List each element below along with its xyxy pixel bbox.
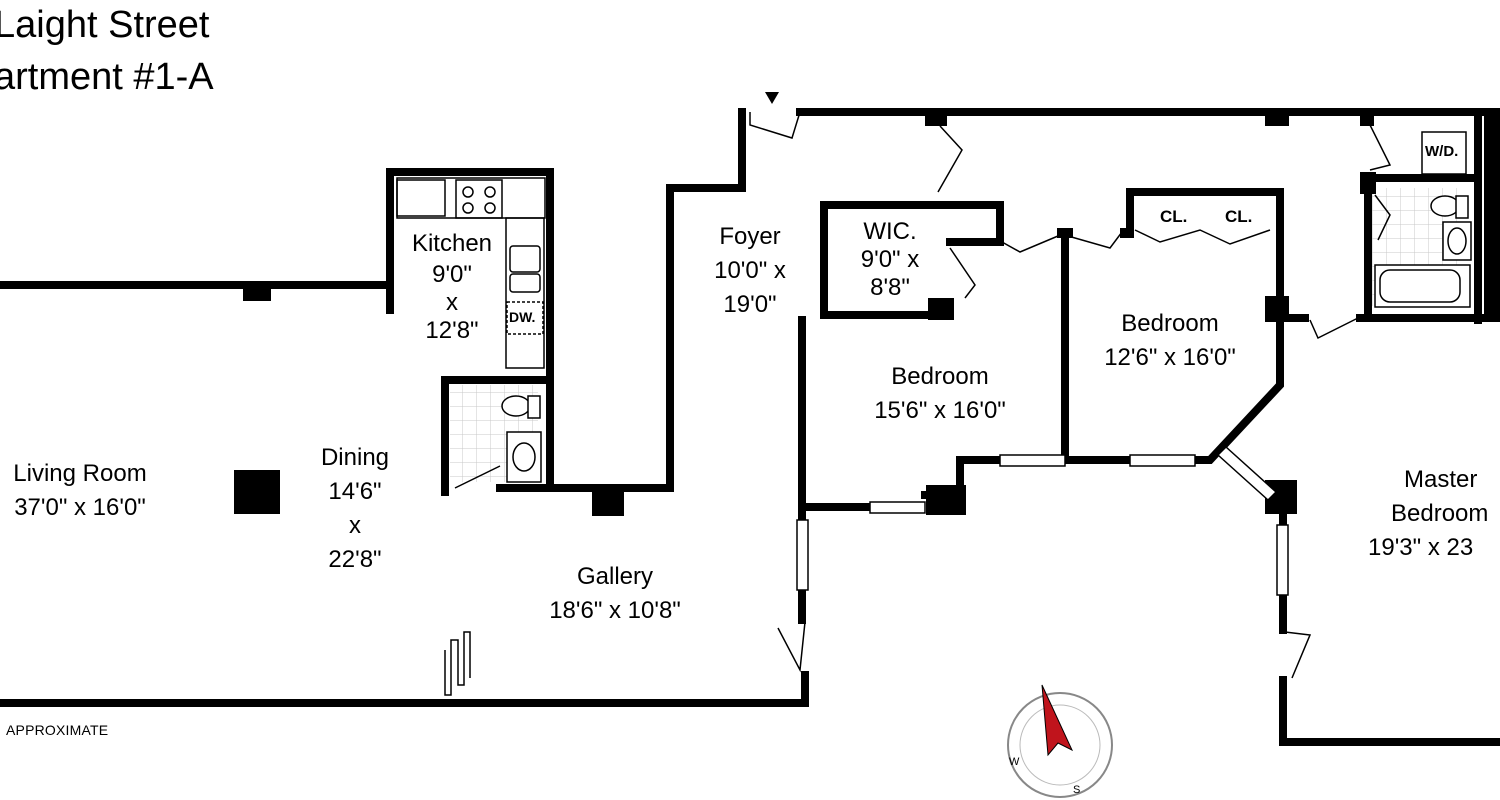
column-east bbox=[1484, 108, 1500, 320]
master-line2: Bedroom bbox=[1391, 500, 1489, 527]
foyer-dim1: 10'0" x bbox=[714, 257, 786, 284]
foyer-dim2: 19'0" bbox=[723, 291, 777, 318]
master-bedroom-label: Master Bedroom 19'3" x 23 bbox=[1368, 463, 1500, 565]
living-room-name: Living Room bbox=[13, 460, 147, 487]
column-bedroom1 bbox=[926, 485, 966, 515]
foyer-label: Foyer 10'0" x 19'0" bbox=[690, 220, 810, 322]
kitchen-x: x bbox=[446, 289, 458, 316]
dining-dim1: 14'6" bbox=[328, 478, 382, 505]
washer-dryer bbox=[1421, 131, 1467, 175]
column-living bbox=[234, 470, 280, 514]
wall-gallery-south bbox=[0, 671, 809, 707]
bedroom1-label: Bedroom 15'6" x 16'0" bbox=[850, 360, 1030, 428]
door-wic bbox=[949, 247, 976, 299]
window-master bbox=[1276, 524, 1289, 596]
pier-top-b bbox=[1265, 112, 1289, 126]
refrigerator bbox=[396, 179, 446, 217]
washer-dryer-label: W/D. bbox=[1425, 143, 1459, 160]
bedroom2-label: Bedroom 12'6" x 16'0" bbox=[1080, 307, 1260, 375]
door-master-bath-2 bbox=[1374, 194, 1391, 241]
kitchen-counter-side bbox=[505, 217, 545, 369]
column-wic bbox=[928, 298, 954, 320]
bedroom2-dims: 12'6" x 16'0" bbox=[1104, 344, 1236, 371]
wall-kitchen bbox=[386, 168, 554, 492]
column-bedroom2 bbox=[1265, 296, 1289, 322]
kitchen-dim2: 12'8" bbox=[425, 317, 479, 344]
door-bath bbox=[454, 465, 501, 489]
gallery-dims: 18'6" x 10'8" bbox=[549, 597, 681, 624]
foyer-name: Foyer bbox=[719, 223, 781, 250]
window-bedroom1-east bbox=[999, 454, 1066, 467]
wic-dim1: 9'0" x bbox=[860, 246, 920, 273]
bedroom1-dims: 15'6" x 16'0" bbox=[874, 397, 1006, 424]
entry-marker bbox=[765, 92, 779, 104]
window-bedroom2 bbox=[1129, 454, 1196, 467]
kitchen-sink-2 bbox=[509, 273, 541, 293]
kitchen-label: Kitchen 9'0" x 12'8" bbox=[392, 227, 512, 345]
wall-wic bbox=[820, 201, 1004, 319]
dishwasher-label: DW. bbox=[509, 309, 536, 325]
door-closet bbox=[1067, 231, 1123, 249]
pier-living bbox=[243, 285, 271, 301]
master-line1: Master bbox=[1404, 466, 1478, 493]
door-bedroom1 bbox=[1001, 235, 1059, 253]
door-master bbox=[1284, 631, 1312, 679]
bedroom2-name: Bedroom bbox=[1121, 310, 1219, 337]
gallery-label: Gallery 18'6" x 10'8" bbox=[520, 560, 710, 628]
door-closet-nook bbox=[1309, 317, 1359, 340]
door-closets-cl bbox=[1134, 229, 1271, 245]
living-room-label: Living Room 37'0" x 16'0" bbox=[0, 457, 180, 525]
living-room-dims: 37'0" x 16'0" bbox=[14, 494, 146, 521]
dining-x: x bbox=[349, 512, 361, 539]
door-master-bath bbox=[1369, 124, 1392, 171]
stove bbox=[455, 179, 503, 219]
pier-bedroom-divider bbox=[1057, 228, 1073, 238]
apartment-number: artment #1-A bbox=[0, 56, 214, 98]
door-entry bbox=[749, 111, 801, 139]
pier-top-a bbox=[925, 112, 947, 126]
approximate-note: APPROXIMATE bbox=[6, 722, 109, 738]
dishwasher-box bbox=[506, 301, 544, 335]
master-dims: 19'3" x 23 bbox=[1368, 534, 1474, 561]
kitchen-dim1: 9'0" bbox=[432, 261, 472, 288]
toilet bbox=[501, 395, 531, 417]
radiator bbox=[444, 631, 471, 696]
wic-name: WIC. bbox=[863, 218, 917, 245]
wic-label: WIC. 9'0" x 8'8" bbox=[835, 218, 945, 302]
wall-bedroom2-south-b bbox=[1126, 188, 1284, 464]
window-bedroom1 bbox=[869, 501, 926, 514]
compass-south-label: S bbox=[1073, 784, 1081, 796]
pier-closet bbox=[1120, 228, 1134, 238]
compass-needle bbox=[1041, 684, 1074, 757]
master-toilet bbox=[1430, 195, 1460, 217]
door-gallery bbox=[777, 621, 806, 673]
building-address: Laight Street bbox=[0, 4, 210, 46]
column-gallery bbox=[592, 484, 624, 516]
gallery-name: Gallery bbox=[576, 563, 654, 590]
dining-name: Dining bbox=[320, 444, 390, 471]
compass bbox=[1007, 684, 1113, 798]
compass-west-label: W bbox=[1009, 756, 1020, 768]
pier-top-c bbox=[1360, 112, 1374, 126]
wall-master-west bbox=[1279, 676, 1500, 746]
wall-foyer bbox=[666, 108, 746, 492]
dining-label: Dining 14'6" x 22'8" bbox=[300, 441, 410, 577]
dining-dim2: 22'8" bbox=[328, 546, 382, 573]
window-corner bbox=[1216, 445, 1278, 502]
bedroom1-name: Bedroom bbox=[891, 363, 989, 390]
pier-master-bath bbox=[1360, 172, 1376, 194]
kitchen-sink bbox=[509, 245, 541, 273]
closet-label-b: CL. bbox=[1225, 207, 1253, 226]
kitchen-name: Kitchen bbox=[411, 230, 493, 257]
wall-bath bbox=[441, 376, 554, 496]
wic-dim2: 8'8" bbox=[870, 274, 910, 301]
door-bedroom2 bbox=[937, 125, 963, 193]
window-gallery-east bbox=[796, 519, 809, 591]
closet-label-a: CL. bbox=[1160, 207, 1188, 226]
